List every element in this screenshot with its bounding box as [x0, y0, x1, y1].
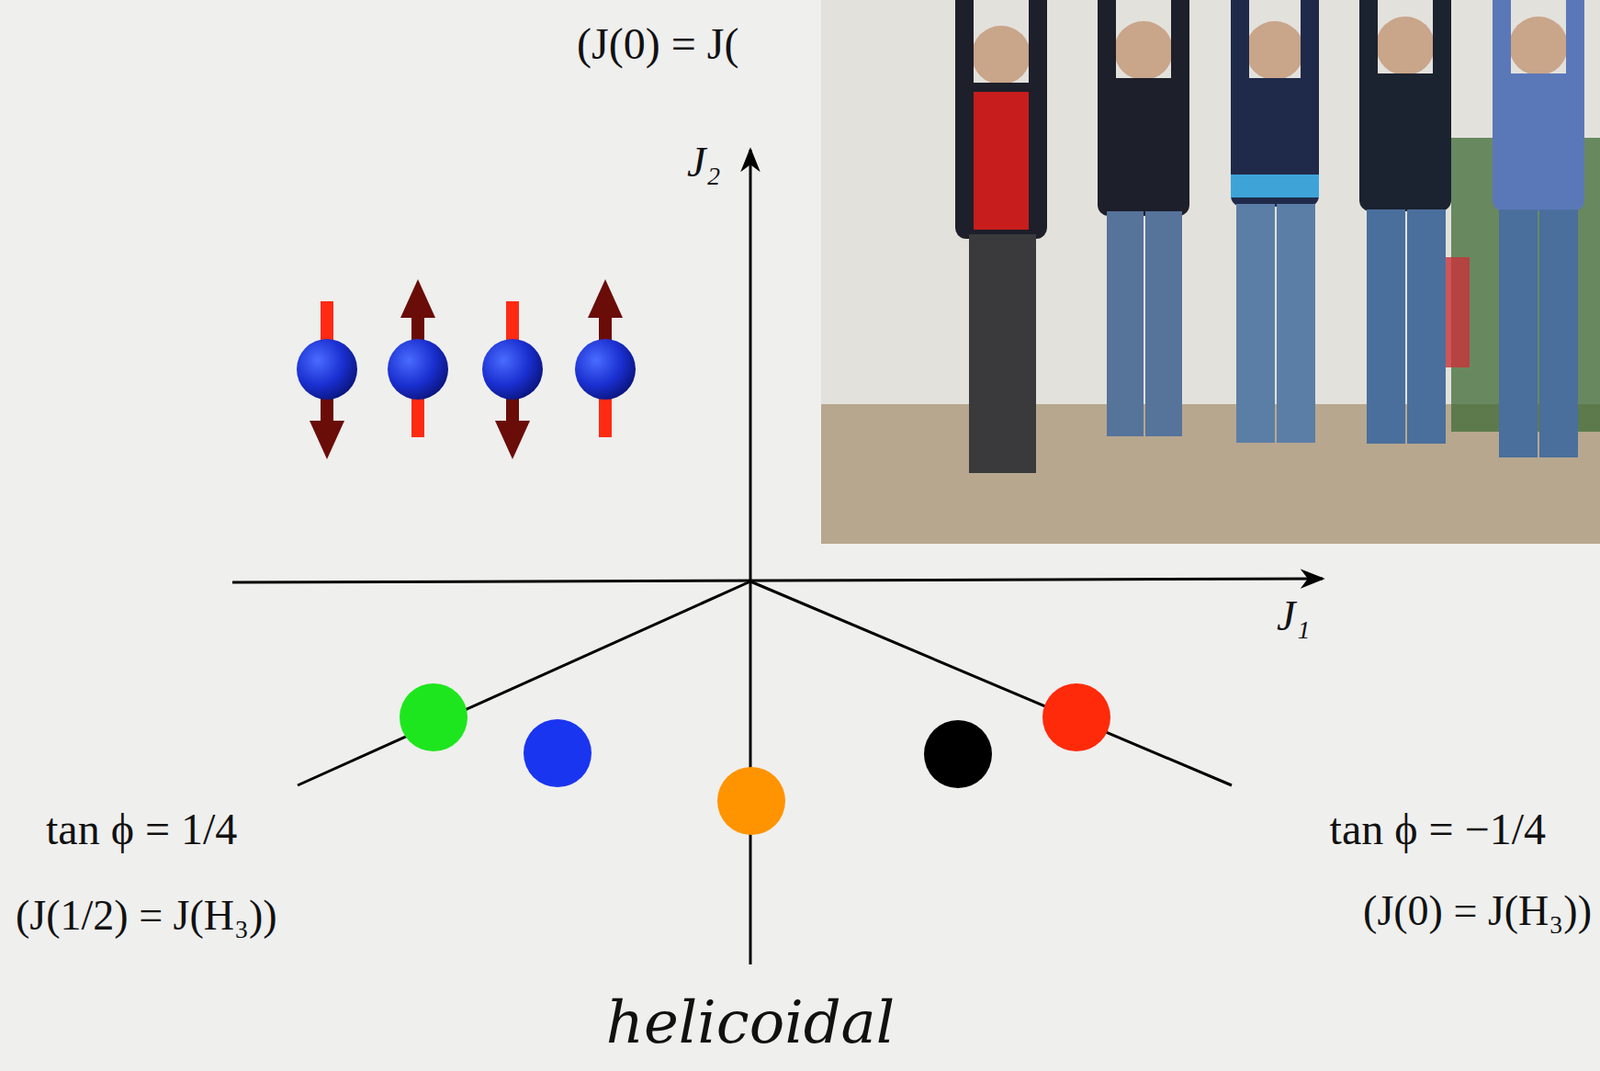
photo [821, 0, 1600, 544]
condition-label: (J(0) = J(H₃)) [1363, 888, 1592, 936]
spin-up [387, 279, 449, 438]
spin-down [482, 301, 543, 460]
label-text: J₂ [687, 138, 721, 186]
label-text: tan ϕ = −1/4 [1329, 804, 1546, 854]
spin-down [296, 301, 358, 460]
angle-label: tan ϕ = 1/4 [45, 805, 237, 855]
label-text: (J(0) = J(H₃)) [1363, 887, 1592, 935]
label-text: (J(0) = J( [576, 19, 739, 68]
spin-chain [296, 279, 636, 460]
angle-label: tan ϕ = −1/4 [1329, 805, 1546, 855]
axis-label: J₁ [1276, 593, 1310, 641]
axis-label: J₂ [687, 139, 721, 187]
label-text: tan ϕ = 1/4 [45, 804, 237, 854]
black-dot [923, 720, 992, 789]
label-text: J₁ [1276, 592, 1310, 640]
phase-label: helicoidal [606, 990, 895, 1055]
spin-up [574, 279, 636, 438]
red-dot [1042, 683, 1111, 752]
formula-label: (J(0) = J( [576, 20, 739, 69]
blue-dot [523, 719, 592, 788]
label-text: helicoidal [606, 988, 895, 1057]
label-text: (J(1/2) = J(H₃)) [15, 891, 278, 939]
j2-axis [749, 149, 753, 965]
j1-axis [232, 578, 1323, 583]
condition-label: (J(1/2) = J(H₃)) [15, 892, 278, 940]
orange-dot [717, 766, 786, 835]
green-dot [399, 683, 468, 752]
